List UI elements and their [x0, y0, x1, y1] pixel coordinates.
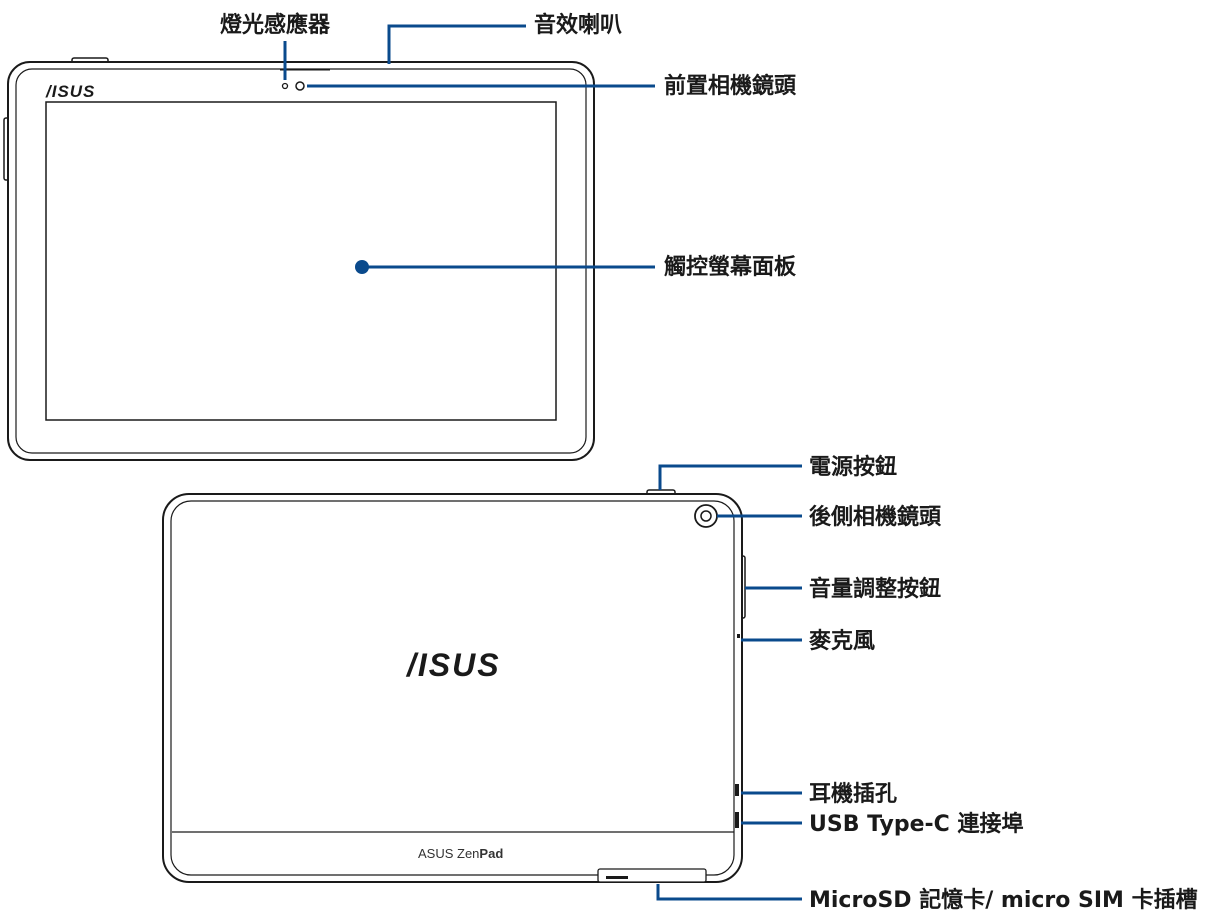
- tablet-front-view: /ISUS: [3, 57, 595, 461]
- card-slot-leader: [656, 884, 802, 901]
- light-sensor-icon: [281, 82, 289, 90]
- back-asus-logo: /ISUS: [405, 647, 501, 683]
- back-callouts: [656, 464, 802, 901]
- back-zenpad-brand: ASUS ZenPad: [418, 846, 503, 861]
- back-inner-outline: [170, 500, 735, 876]
- power-button-leader: [658, 464, 802, 490]
- front-camera-label: 前置相機鏡頭: [664, 73, 797, 99]
- front-callouts: [283, 24, 655, 274]
- card-slot-notch: [606, 876, 628, 879]
- front-screen: [45, 101, 557, 421]
- usb-port-shape: [735, 812, 739, 828]
- back-zenpad-suffix: Pad: [479, 846, 503, 861]
- back-body-outline: [162, 493, 743, 883]
- front-bezel-outline: [15, 68, 587, 454]
- card-slot-shape: [597, 868, 707, 883]
- microphone-label: 麥克風: [808, 628, 875, 654]
- rear-camera-label: 後側相機鏡頭: [809, 504, 942, 530]
- microphone-hole-shape: [737, 634, 740, 638]
- front-asus-logo: /ISUS: [45, 82, 95, 101]
- light-sensor-label: 燈光感應器: [220, 12, 331, 38]
- front-camera-icon: [295, 81, 305, 91]
- rear-camera-icon: [694, 504, 718, 528]
- card-slot-label: MicroSD 記憶卡/ micro SIM 卡插槽: [809, 887, 1198, 913]
- touchscreen-label: 觸控螢幕面板: [664, 254, 797, 280]
- rear-camera-lens-icon: [700, 510, 712, 522]
- tablet-back-view: /ISUS ASUS ZenPad: [162, 489, 746, 883]
- back-zenpad-prefix: ASUS Zen: [418, 846, 479, 861]
- usb-port-label: USB Type-C 連接埠: [809, 811, 1023, 837]
- headphone-jack-label: 耳機插孔: [809, 782, 897, 807]
- speaker-label: 音效喇叭: [534, 12, 622, 38]
- power-button-label: 電源按鈕: [809, 454, 897, 480]
- volume-button-label: 音量調整按鈕: [809, 576, 941, 602]
- headphone-jack-shape: [735, 784, 739, 796]
- speaker-leader: [387, 24, 526, 64]
